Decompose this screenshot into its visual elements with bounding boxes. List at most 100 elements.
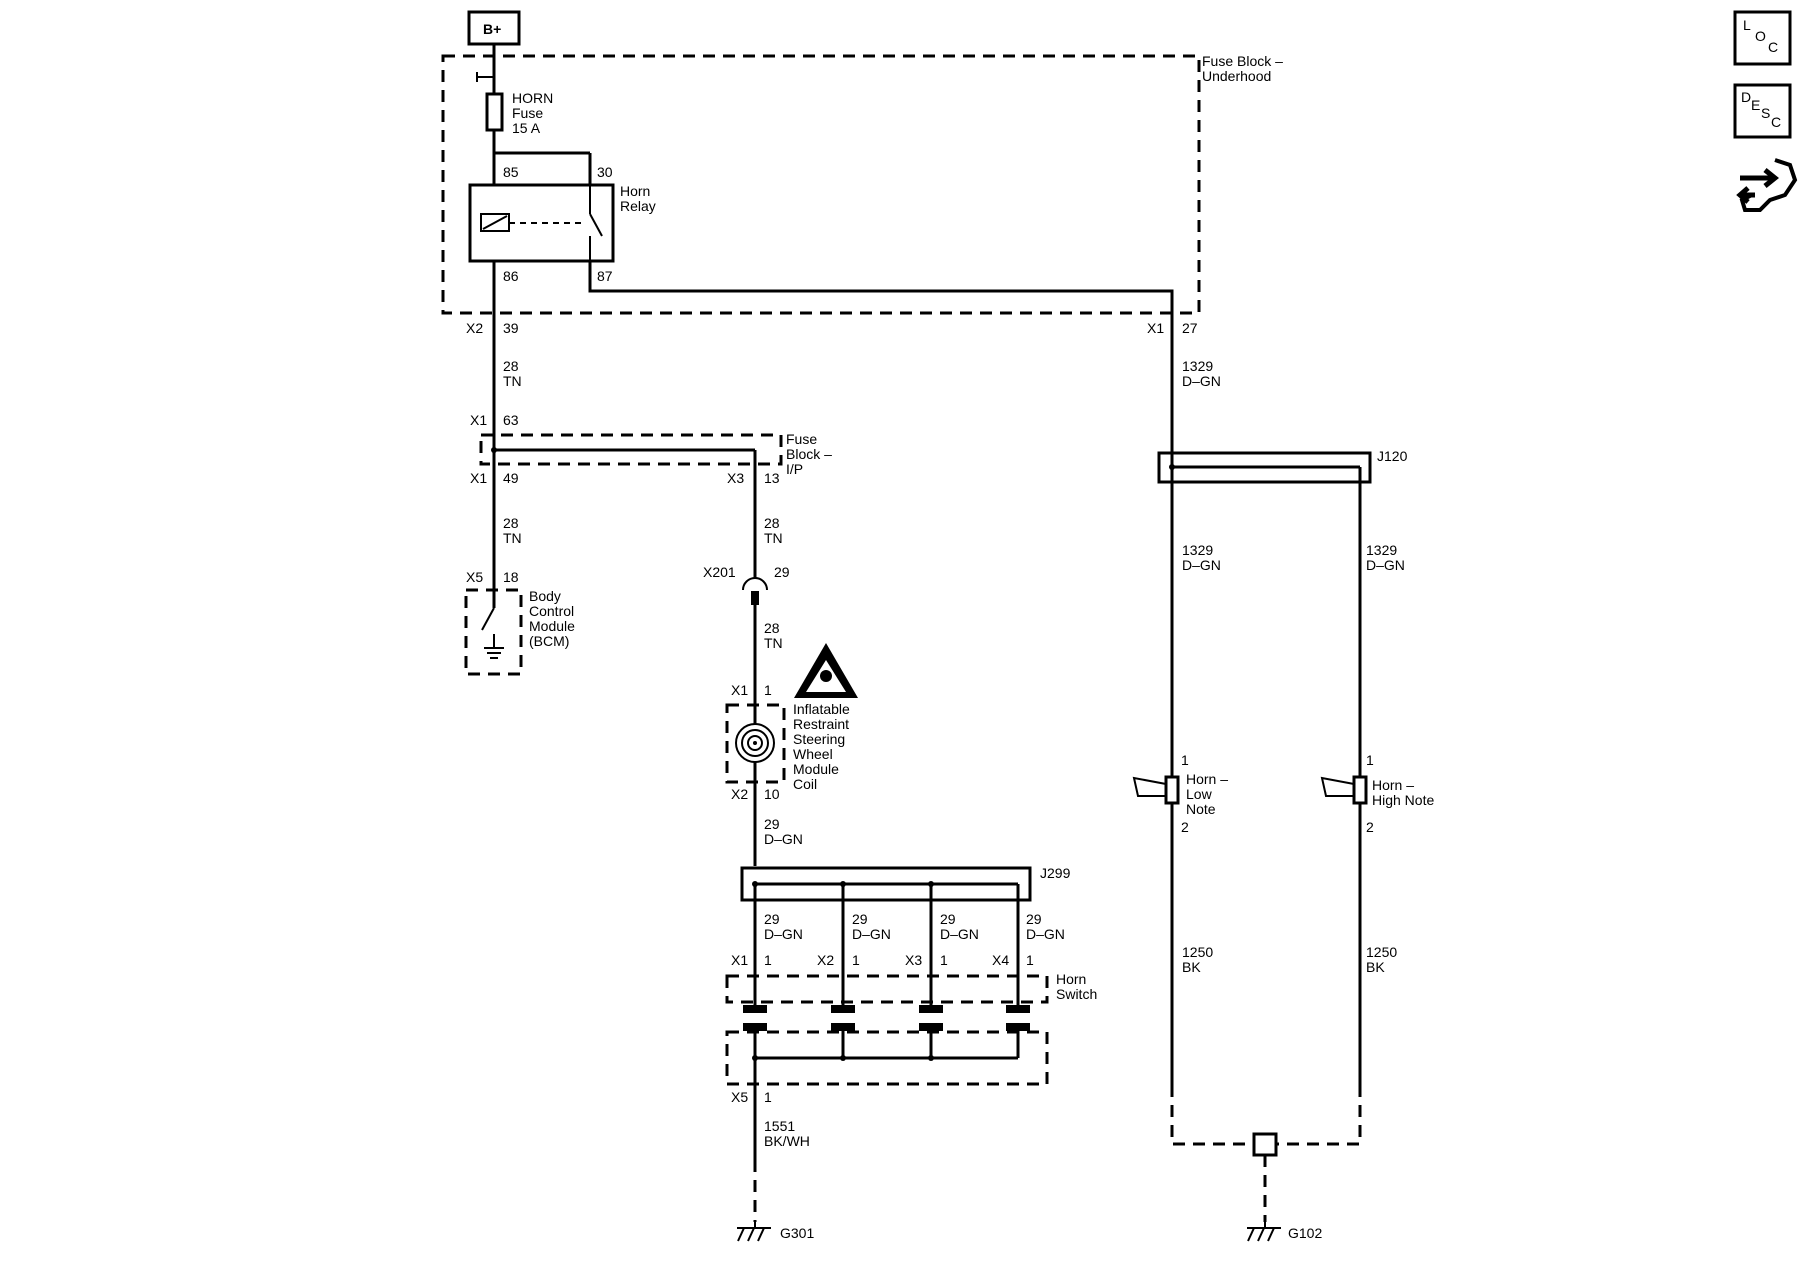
wire-1329c-circuit: 1329	[1366, 542, 1397, 558]
desc-button[interactable]: D E S C	[1733, 83, 1792, 139]
horn-switch-label-1: Horn	[1056, 971, 1086, 987]
horn-switch-label-2: Switch	[1056, 986, 1097, 1002]
horn-switch-out-pin: 1	[764, 1089, 772, 1105]
wire-1329c-color: D–GN	[1366, 557, 1405, 573]
ground-g301-icon: G301	[737, 1222, 814, 1242]
ip-out1-conn: X1	[470, 470, 487, 486]
bcm-label-1: Body	[529, 588, 561, 604]
loc-o: O	[1755, 28, 1766, 44]
wire-tn-label: TN	[503, 373, 522, 389]
horn-high-note: 1 2 Horn – High Note	[1320, 752, 1434, 1085]
j299-splice: J299	[740, 865, 1071, 902]
sw3-conn: X3	[905, 952, 922, 968]
ip-out1-pin: 49	[503, 470, 519, 486]
horn-switch-out-conn: X5	[731, 1089, 748, 1105]
wire-relay-87-out	[588, 261, 1174, 450]
airbag-warning-icon	[794, 643, 858, 698]
x201-label: X201	[703, 564, 736, 580]
sw4-circuit: 29	[1026, 911, 1042, 927]
wire-1250b-circuit: 1250	[1366, 944, 1397, 960]
j299-label: J299	[1040, 865, 1071, 881]
fuse-block-underhood-title-1: Fuse Block –	[1202, 53, 1283, 69]
coil-label-4: Wheel	[793, 746, 833, 762]
horn-high-label-2: High Note	[1372, 792, 1434, 808]
g102-label: G102	[1288, 1225, 1322, 1241]
wire-tnb-label: TN	[503, 530, 522, 546]
wire-tnd-label: TN	[764, 635, 783, 651]
horn-fuse-label-2: Fuse	[512, 105, 543, 121]
conn-x1-label: X1	[1147, 320, 1164, 336]
wire-28c-label: 28	[764, 515, 780, 531]
coil-in-pin: 1	[764, 682, 772, 698]
bcm-label-2: Control	[529, 603, 574, 619]
j120-splice: J120	[1157, 448, 1408, 484]
sw1-circuit: 29	[764, 911, 780, 927]
horn-high-pin1: 1	[1366, 752, 1374, 768]
horn-relay-label-1: Horn	[620, 183, 650, 199]
wire-28-label: 28	[503, 358, 519, 374]
pin-39-label: 39	[503, 320, 519, 336]
horn-low-label-3: Note	[1186, 801, 1216, 817]
sw3-circuit: 29	[940, 911, 956, 927]
horn-low-note: 1 2 Horn – Low Note	[1132, 752, 1228, 1085]
wire-1250a-circuit: 1250	[1182, 944, 1213, 960]
sw1-pin: 1	[764, 952, 772, 968]
b-plus-label: B+	[483, 21, 501, 37]
ip-in-pin: 63	[503, 412, 519, 428]
horn-switch: Horn Switch X5 1	[725, 971, 1097, 1105]
sw2-conn: X2	[817, 952, 834, 968]
horn-relay-label-2: Relay	[620, 198, 656, 214]
x201-connector: X201 29	[703, 564, 790, 605]
fuse-block-underhood: Fuse Block – Underhood	[441, 53, 1283, 315]
relay-pin-30: 30	[597, 164, 613, 180]
service-tool-button[interactable]	[1736, 158, 1798, 212]
relay-pin-85: 85	[503, 164, 519, 180]
body-control-module: X5 18 Body Control Module (BCM)	[464, 569, 575, 676]
wire-1250b-color: BK	[1366, 959, 1385, 975]
horn-relay: 85 30 86 87 Horn Relay	[468, 151, 656, 284]
horn-low-label-2: Low	[1186, 786, 1213, 802]
sw4-conn: X4	[992, 952, 1009, 968]
ip-title-1: Fuse	[786, 431, 817, 447]
loc-button[interactable]: L O C	[1733, 10, 1792, 66]
relay-pin-86: 86	[503, 268, 519, 284]
b-plus-source: B+	[467, 10, 521, 56]
loc-l: L	[1743, 17, 1751, 33]
fuse-block-underhood-title-2: Underhood	[1202, 68, 1271, 84]
coil-in-conn: X1	[731, 682, 748, 698]
wire-1551-color: BK/WH	[764, 1133, 810, 1149]
horn-ground-circuit	[1170, 1085, 1362, 1222]
wire-28d-label: 28	[764, 620, 780, 636]
horn-fuse-label-1: HORN	[512, 90, 553, 106]
pin-27-label: 27	[1182, 320, 1198, 336]
bcm-pin: 18	[503, 569, 519, 585]
wire-tnc-label: TN	[764, 530, 783, 546]
x201-pin: 29	[774, 564, 790, 580]
coil-out-conn: X2	[731, 786, 748, 802]
sw3-color: D–GN	[940, 926, 979, 942]
horn-fuse: HORN Fuse 15 A	[476, 56, 553, 153]
ip-out2-conn: X3	[727, 470, 744, 486]
wire-29a-label: 29	[764, 816, 780, 832]
horn-high-pin2: 2	[1366, 819, 1374, 835]
bcm-label-4: (BCM)	[529, 633, 569, 649]
sw2-color: D–GN	[852, 926, 891, 942]
bcm-label-3: Module	[529, 618, 575, 634]
fuse-block-ip: X1 63 X1 49 X3 13 Fuse Block – I/P	[470, 412, 832, 578]
coil-label-5: Module	[793, 761, 839, 777]
sw3-pin: 1	[940, 952, 948, 968]
loc-c: C	[1768, 39, 1778, 55]
switch-branch-wires	[753, 884, 1020, 1005]
coil-out-pin: 10	[764, 786, 780, 802]
desc-s: S	[1761, 105, 1770, 121]
sw1-color: D–GN	[764, 926, 803, 942]
ground-g102-icon: G102	[1247, 1222, 1322, 1242]
coil-label-3: Steering	[793, 731, 845, 747]
coil-label-2: Restraint	[793, 716, 849, 732]
desc-d: D	[1741, 89, 1751, 105]
ip-out2-pin: 13	[764, 470, 780, 486]
g301-label: G301	[780, 1225, 814, 1241]
j120-label: J120	[1377, 448, 1408, 464]
horn-high-label-1: Horn –	[1372, 777, 1414, 793]
horn-fuse-label-3: 15 A	[512, 120, 541, 136]
